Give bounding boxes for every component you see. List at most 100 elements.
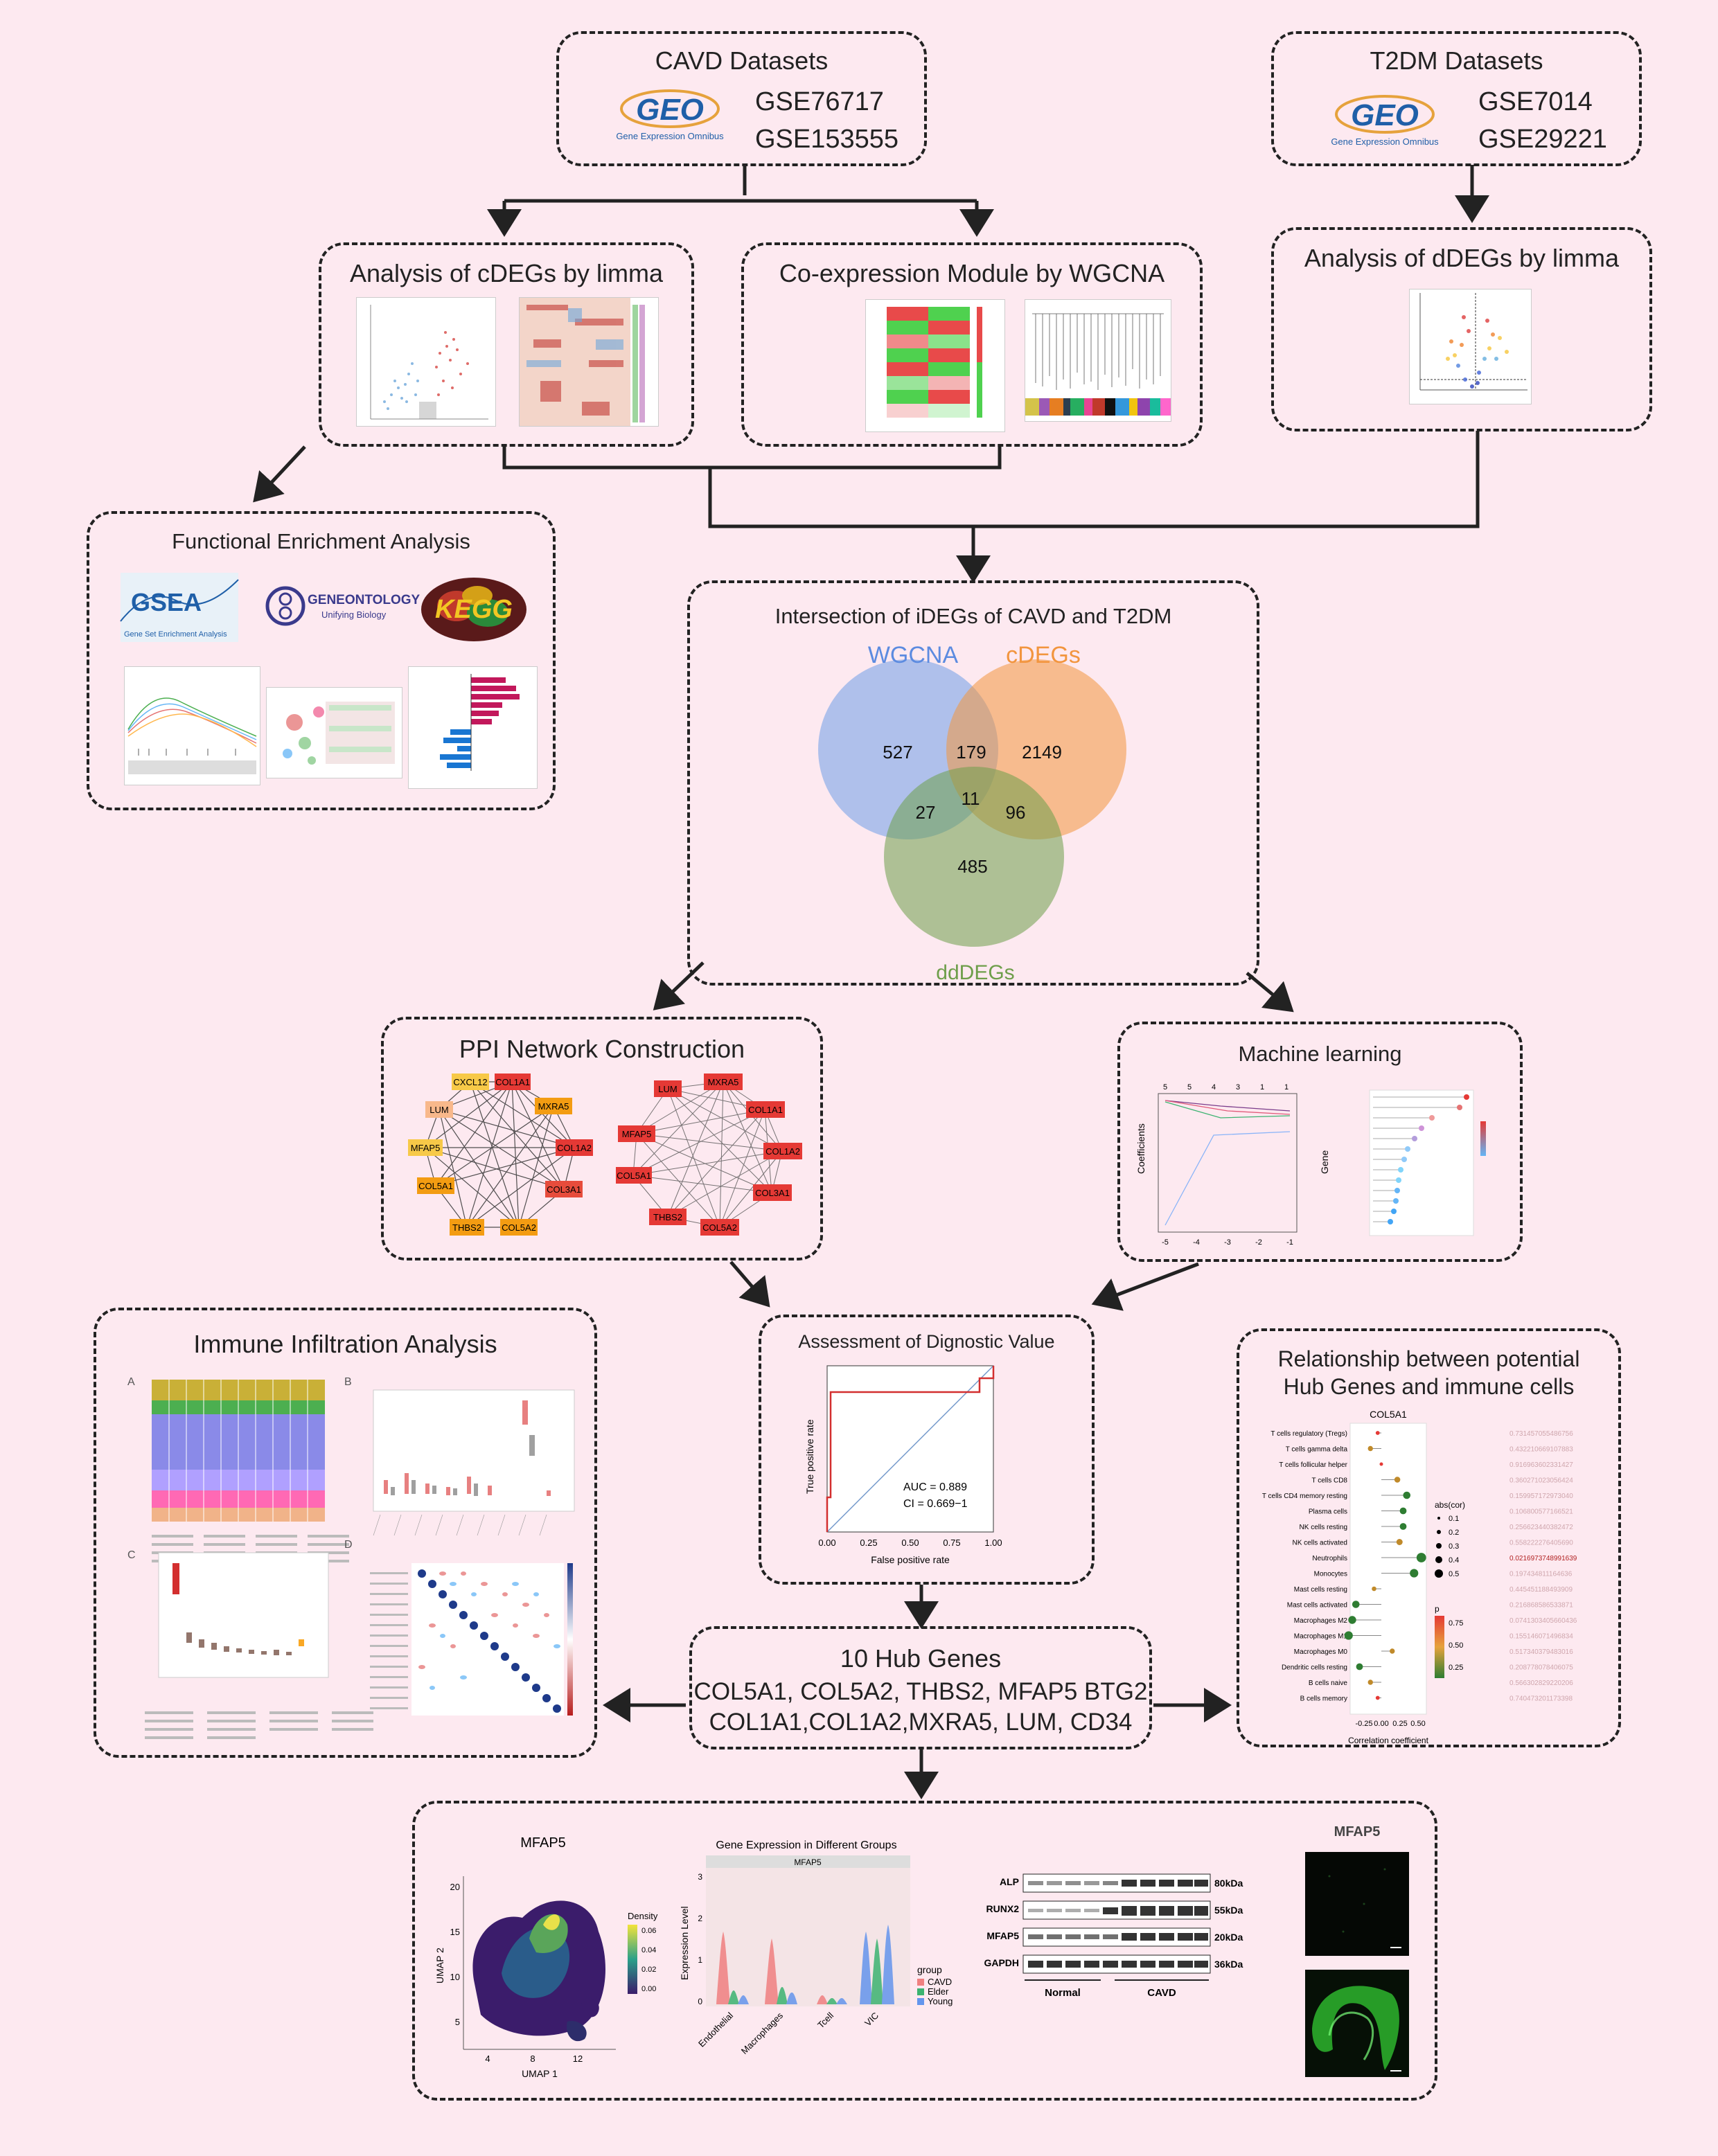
kegg-logo-text: KEGG <box>435 595 513 624</box>
gene-ontology-logo-subtitle: Unifying Biology <box>321 609 387 620</box>
geo-logo: GEO Gene Expression Omnibus <box>1326 89 1444 152</box>
p-value-label: 0.106800577166521 <box>1509 1508 1573 1516</box>
ml-top-tick: 5 <box>1163 1083 1167 1092</box>
umap-x-tick: 12 <box>573 2053 583 2064</box>
lollipop-dot <box>1344 1631 1353 1640</box>
wb-kda-label: 36kDa <box>1214 1959 1243 1970</box>
violin-x-tick: Macrophages <box>739 2010 786 2056</box>
relationship-legend-p: p <box>1435 1604 1440 1614</box>
lollipop-dot <box>1356 1663 1363 1671</box>
immune-title: Immune Infiltration Analysis <box>193 1330 497 1358</box>
lollipop-dot <box>1352 1601 1360 1608</box>
relationship-x-tick: 0.50 <box>1410 1720 1425 1728</box>
p-value-label: 0.155146071496834 <box>1509 1633 1573 1641</box>
go-bubble-plot <box>266 687 402 778</box>
lollipop-dot <box>1403 1491 1411 1499</box>
venn-count-wgcna-cdegs: 179 <box>956 742 986 763</box>
p-value-label: 0.740473201173398 <box>1509 1695 1573 1703</box>
immune-cell-label: T cells CD8 <box>1312 1477 1348 1485</box>
ddegs-limma-box: Analysis of dDEGs by limma <box>1271 227 1652 431</box>
relationship-title-line2: Hub Genes and immune cells <box>1283 1374 1575 1399</box>
relationship-legend-abs: abs(cor) <box>1435 1500 1465 1510</box>
venn-title: Intersection of iDEGs of CAVD and T2DM <box>774 604 1172 628</box>
p-value-label: 0.445451188493909 <box>1509 1586 1573 1594</box>
wb-protein-label: RUNX2 <box>986 1903 1020 1914</box>
geo-logo-subtitle: Gene Expression Omnibus <box>616 131 724 141</box>
roc-x-label: False positive rate <box>871 1554 950 1565</box>
lollipop-dot <box>1410 1569 1419 1578</box>
ml-x-tick: -5 <box>1162 1238 1169 1247</box>
kegg-bar-plot <box>408 666 538 789</box>
geo-logo-text: GEO <box>636 93 704 127</box>
lollipop-dot <box>1367 1445 1373 1452</box>
relationship-box: Relationship between potential Hub Genes… <box>1237 1328 1621 1747</box>
immune-panel-label: B <box>344 1376 352 1388</box>
wb-group-label: Normal <box>1045 1987 1081 1999</box>
venn-count-all: 11 <box>962 788 980 809</box>
t2dm-title: T2DM Datasets <box>1370 46 1543 75</box>
cdegs-title: Analysis of cDEGs by limma <box>349 259 664 287</box>
wb-kda-label: 55kDa <box>1214 1905 1243 1916</box>
lollipop-correlation-chart: COL5A1 T cells regulatory (Tregs)0.73145… <box>1262 1409 1577 1745</box>
roc-ci: CI = 0.669−1 <box>903 1498 968 1510</box>
venn-count-cdegs-dd: 96 <box>1006 802 1026 823</box>
western-blot: ALP RUNX2 MFAP5 GAPDH 80kDa <box>984 1873 1243 1999</box>
ml-gene-label: Gene <box>1319 1150 1330 1174</box>
ppi-network-1: COL1A1 MXRA5 COL1A2 COL3A1 COL5A2 THBS2 … <box>408 1073 593 1236</box>
lasso-coefficient-plot: Coefficients 5 5 4 3 1 1 -5 -4 -3 -2 -1 <box>1135 1080 1311 1253</box>
wb-protein-label: GAPDH <box>984 1957 1019 1968</box>
violin-x-tick: Endothelial <box>696 2010 735 2049</box>
violin-x-tick: VIC <box>862 2011 880 2029</box>
geo-logo: GEO Gene Expression Omnibus <box>611 84 729 146</box>
density-tick: 0.00 <box>641 1985 656 1993</box>
immune-correlation-matrix <box>356 1549 578 1754</box>
immune-cell-label: Neutrophils <box>1312 1555 1347 1562</box>
roc-x-tick: 0.75 <box>943 1538 960 1548</box>
abs-legend-value: 0.1 <box>1449 1515 1459 1523</box>
relationship-title-line1: Relationship between potential <box>1277 1346 1580 1371</box>
roc-title: Assessment of Dignostic Value <box>798 1331 1055 1352</box>
gsea-logo: GSEA Gene Set Enrichment Analysis <box>120 573 239 642</box>
wb-group-label: CAVD <box>1147 1987 1176 1999</box>
relationship-x-tick: -0.25 <box>1355 1720 1372 1728</box>
density-tick: 0.04 <box>641 1946 656 1954</box>
lollipop-dot <box>1372 1586 1376 1592</box>
immune-panel-label: C <box>127 1549 136 1561</box>
p-value-label: 0.197434811164636 <box>1509 1571 1573 1578</box>
wb-kda-label: 20kDa <box>1214 1932 1243 1943</box>
hub-genes-line2: COL1A1,COL1A2,MXRA5, LUM, CD34 <box>709 1709 1133 1736</box>
roc-x-tick: 0.25 <box>860 1538 877 1548</box>
p-value-label: 0.256623440382472 <box>1509 1524 1573 1531</box>
relationship-x-label: Correlation coefficient <box>1348 1736 1429 1745</box>
gene-importance-lollipop: Gene <box>1319 1080 1508 1253</box>
wgcna-module-trait-heatmap <box>865 299 1005 432</box>
venn-label-cdegs: cDEGs <box>1006 642 1081 668</box>
cdegs-volcano-plot <box>356 297 496 427</box>
immune-cell-label: B cells memory <box>1300 1695 1347 1703</box>
wb-protein-label: ALP <box>1000 1876 1019 1887</box>
violin-y-tick: 3 <box>698 1872 702 1882</box>
ppi-node: MFAP5 <box>411 1143 441 1153</box>
p-value-label: 0.0216973748991639 <box>1509 1555 1577 1562</box>
p-value-label: 0.731457055486756 <box>1509 1430 1573 1438</box>
ml-top-tick: 1 <box>1260 1083 1264 1092</box>
machine-learning-box: Machine learning Coefficients 5 5 4 3 1 … <box>1117 1022 1523 1262</box>
roc-x-tick: 0.00 <box>818 1538 835 1548</box>
hub-title: 10 Hub Genes <box>840 1644 1002 1673</box>
lollipop-dot <box>1367 1680 1373 1685</box>
immune-cell-label: Mast cells resting <box>1294 1586 1347 1594</box>
if-title: MFAP5 <box>1334 1824 1381 1839</box>
roc-y-label: True positive rate <box>804 1419 815 1494</box>
cavd-dataset-id: GSE153555 <box>755 125 899 154</box>
roc-auc: AUC = 0.889 <box>903 1481 967 1493</box>
group-legend-item: CAVD <box>928 1977 952 1987</box>
ppi-node: LUM <box>658 1084 677 1094</box>
p-value-label: 0.432210669107883 <box>1509 1446 1573 1454</box>
ml-title: Machine learning <box>1238 1042 1402 1066</box>
gene-ontology-logo: GENEONTOLOGY Unifying Biology <box>265 580 420 635</box>
kegg-logo: KEGG <box>418 575 529 644</box>
ppi-node: THBS2 <box>653 1212 682 1222</box>
relationship-x-tick: 0.25 <box>1392 1720 1407 1728</box>
umap-x-tick: 4 <box>485 2053 490 2064</box>
